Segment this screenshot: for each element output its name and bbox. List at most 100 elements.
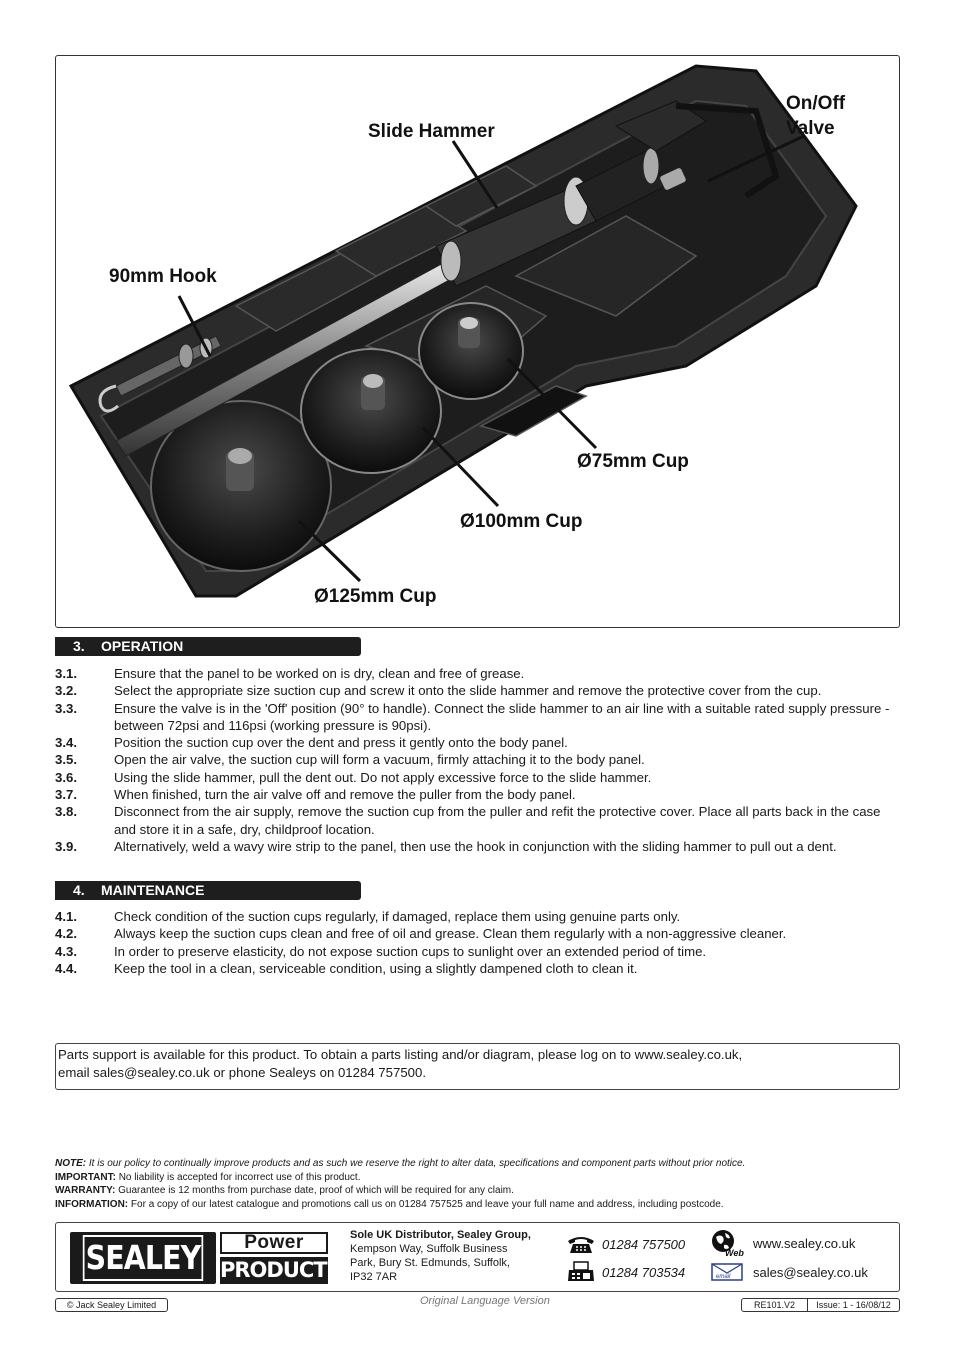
important-label: IMPORTANT: <box>55 1171 116 1183</box>
distributor-title: Sole UK Distributor, Sealey Group, <box>350 1229 531 1241</box>
legal-notes: NOTE: It is our policy to continually im… <box>55 1157 905 1211</box>
suction-cup-125 <box>150 400 332 572</box>
step-row: 3.2. Select the appropriate size suction … <box>55 682 905 699</box>
callout-on-off-valve-line1: On/Off <box>786 93 846 114</box>
email-link[interactable]: sales@sealey.co.uk <box>753 1264 868 1280</box>
address-line2: Park, Bury St. Edmunds, Suffolk, <box>350 1257 510 1269</box>
callout-cup-100: Ø100mm Cup <box>460 511 583 532</box>
step-text: Alternatively, weld a wavy wire strip to… <box>114 838 837 854</box>
operation-steps: 3.1. Ensure that the panel to be worked o… <box>55 665 905 855</box>
on-off-valve <box>614 100 780 199</box>
section-number: 3. <box>73 638 85 654</box>
envelope-email-icon: email <box>711 1263 743 1281</box>
copyright-badge: © Jack Sealey Limited <box>55 1298 168 1312</box>
information-line: INFORMATION: For a copy of our latest ca… <box>55 1198 905 1212</box>
footer-box: SEALEY Power PRODUCTS Sole UK Distributo… <box>55 1222 900 1292</box>
product-photo-frame: On/Off Valve Slide Hammer 90mm Hook Ø75m… <box>55 55 900 628</box>
callout-on-off-valve-line2: Valve <box>786 118 835 139</box>
globe-web-icon: Web <box>712 1230 744 1257</box>
step-number: 3.6. <box>55 769 77 785</box>
note-label: NOTE: <box>55 1158 87 1169</box>
step-number: 3.4. <box>55 735 77 751</box>
phone-icon <box>568 1237 594 1253</box>
step-text: Keep the tool in a clean, serviceable co… <box>114 960 638 976</box>
step-text: Check condition of the suction cups regu… <box>114 909 681 924</box>
document-ref-code: RE101.V2 <box>742 1299 808 1311</box>
fax-number: 01284 703534 <box>602 1264 686 1280</box>
step-text: Disconnect from the air supply, remove t… <box>114 804 881 837</box>
sealey-logo: SEALEY <box>70 1232 216 1284</box>
step-row: 3.1. Ensure that the panel to be worked o… <box>55 665 905 682</box>
step-text: In order to preserve elasticity, do not … <box>114 943 707 959</box>
product-case-illustration <box>68 64 858 598</box>
website-link[interactable]: www.sealey.co.uk <box>753 1235 856 1251</box>
step-row: 3.7.When finished, turn the air valve of… <box>55 786 905 803</box>
callout-slide-hammer: Slide Hammer <box>368 121 495 142</box>
document-reference: RE101.V2 Issue: 1 - 16/08/12 <box>741 1298 900 1312</box>
important-line: IMPORTANT: No liability is accepted for … <box>55 1171 905 1185</box>
suction-cup-100 <box>300 348 442 474</box>
step-text: Ensure that the panel to be worked on is… <box>114 666 525 681</box>
note-text: It is our policy to continually improve … <box>88 1158 746 1169</box>
slide-hammer <box>115 147 667 457</box>
original-language-note: Original Language Version <box>420 1295 550 1307</box>
step-row: 3.4. Position the suction cup over the de… <box>55 734 905 751</box>
section-title: OPERATION <box>101 638 184 654</box>
step-text: Ensure the valve is in the 'Off' positio… <box>114 700 890 733</box>
step-text: Using the slide hammer, pull the dent ou… <box>114 769 652 785</box>
step-number: 3.5. <box>55 752 77 768</box>
step-number: 3.8. <box>55 804 77 820</box>
step-number: 4.1. <box>55 909 77 924</box>
section-number: 4. <box>73 882 85 898</box>
step-row: 3.9. Alternatively, weld a wavy wire stri… <box>55 838 905 855</box>
section-heading-maintenance: 4. MAINTENANCE <box>55 881 361 900</box>
callout-lines <box>177 134 805 583</box>
callout-cup-125: Ø125mm Cup <box>314 586 437 607</box>
sealey-logo-text: SEALEY <box>82 1235 204 1281</box>
step-row: 3.5.Open the air valve, the suction cup … <box>55 751 905 768</box>
information-label: INFORMATION: <box>55 1198 129 1210</box>
callout-hook: 90mm Hook <box>109 266 217 287</box>
products-logo: PRODUCTS <box>220 1257 342 1284</box>
step-number: 3.2. <box>55 683 77 699</box>
address-line3: IP32 7AR <box>350 1271 398 1283</box>
note-line: NOTE: It is our policy to continually im… <box>55 1157 905 1171</box>
step-row: 4.1. Check condition of the suction cups … <box>55 908 905 925</box>
step-number: 3.9. <box>55 838 77 854</box>
parts-support-line2: email sales@sealey.co.uk or phone Sealey… <box>58 1065 426 1080</box>
callout-on-off-valve: On/Off Valve <box>786 91 845 141</box>
warranty-label: WARRANTY: <box>55 1185 116 1196</box>
step-row: 3.3.Ensure the valve is in the 'Off' pos… <box>55 700 905 735</box>
step-row: 4.4. Keep the tool in a clean, serviceabl… <box>55 960 905 977</box>
hook <box>98 335 222 413</box>
step-number: 4.4. <box>55 960 77 976</box>
phone-row: 01284 757500 <box>566 1233 685 1255</box>
step-row: 3.8. Disconnect from the air supply, remo… <box>55 803 905 838</box>
email-icon-label: email <box>716 1274 731 1280</box>
parts-support-box: Parts support is available for this prod… <box>55 1043 900 1090</box>
distributor-address: Sole UK Distributor, Sealey Group, Kemps… <box>350 1228 560 1284</box>
important-text: No liability is accepted for incorrect u… <box>118 1171 361 1183</box>
power-logo: Power <box>220 1232 328 1254</box>
step-text: Select the appropriate size suction cup … <box>114 683 822 699</box>
step-row: 3.6. Using the slide hammer, pull the den… <box>55 769 905 786</box>
step-text: Position the suction cup over the dent a… <box>114 735 568 751</box>
step-row: 4.2.Always keep the suction cups clean a… <box>55 925 905 942</box>
web-row: Web www.sealey.co.uk <box>711 1229 855 1257</box>
callout-cup-75: Ø75mm Cup <box>577 451 689 472</box>
document-issue: Issue: 1 - 16/08/12 <box>816 1300 891 1310</box>
step-row: 4.3.In order to preserve elasticity, do … <box>55 943 905 960</box>
web-icon-label: Web <box>725 1248 744 1257</box>
section-title: MAINTENANCE <box>101 882 205 898</box>
phone-number: 01284 757500 <box>602 1236 686 1252</box>
suction-cup-75 <box>418 302 524 400</box>
step-number: 3.1. <box>55 666 77 681</box>
email-row: email sales@sealey.co.uk <box>711 1263 868 1281</box>
fax-icon <box>568 1261 594 1281</box>
maintenance-steps: 4.1. Check condition of the suction cups … <box>55 908 905 977</box>
step-text: When finished, turn the air valve off an… <box>114 787 576 803</box>
fax-row: 01284 703534 <box>566 1261 685 1283</box>
parts-support-line1: Parts support is available for this prod… <box>58 1047 743 1062</box>
section-heading-operation: 3. OPERATION <box>55 637 361 656</box>
address-line1: Kempson Way, Suffolk Business <box>350 1243 508 1255</box>
